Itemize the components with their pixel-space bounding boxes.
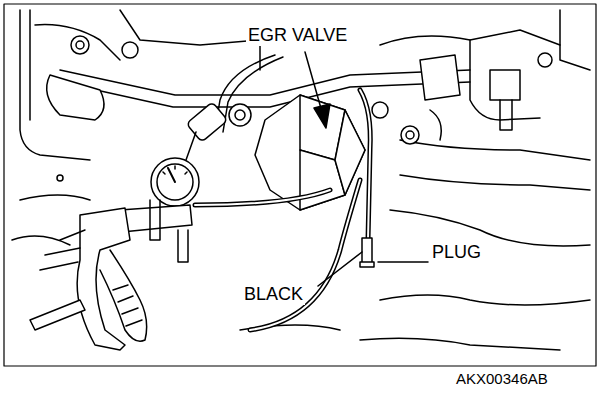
figure-code: AKX00346AB	[454, 371, 550, 388]
part-label: EGR VALVE	[246, 26, 349, 46]
part-label: PLUG	[430, 243, 483, 263]
part-label: BLACK	[242, 285, 305, 305]
